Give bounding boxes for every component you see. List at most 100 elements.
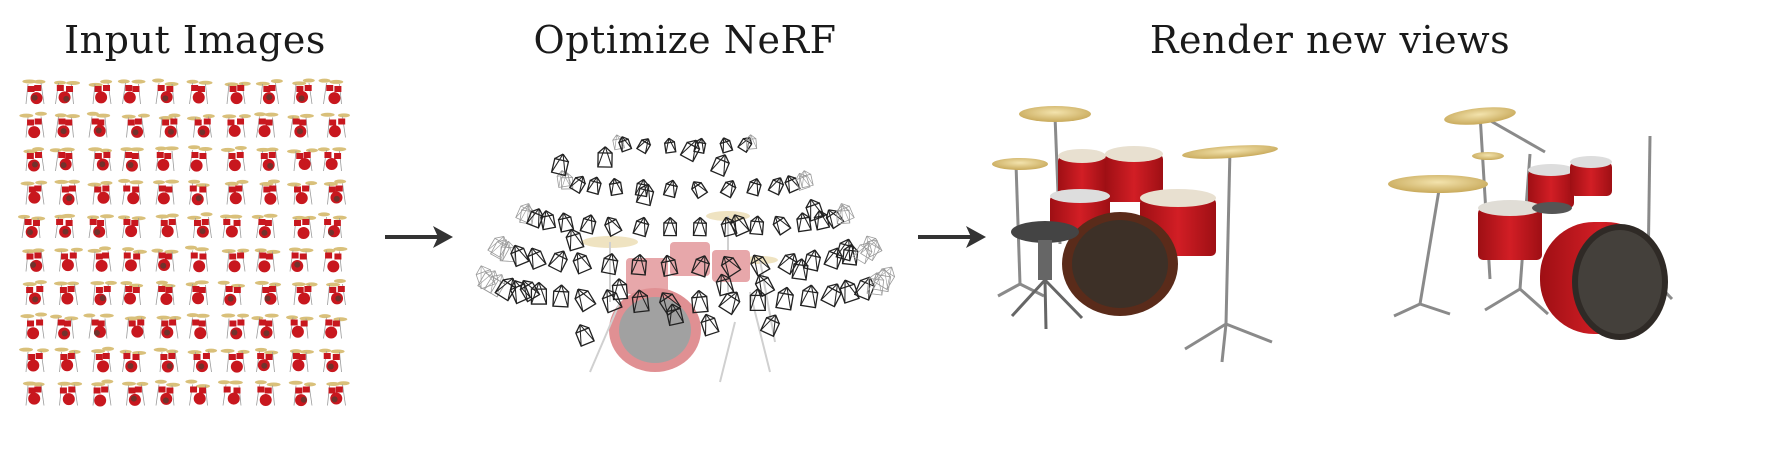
drum-kit-thumbnail [292,215,317,239]
camera-frustum-icon [777,252,799,276]
drum-kit-thumbnail [251,313,279,339]
drum-kit-thumbnail [255,347,279,373]
drum-kit-thumbnail [291,282,318,306]
camera-frustum-icon [690,181,709,200]
camera-frustum-icon [631,289,650,314]
camera-frustum-icon [540,210,557,231]
input-image-grid [18,78,350,407]
drum-kit-thumbnail [187,212,213,239]
drum-kit-thumbnail [317,212,347,239]
drum-kit-thumbnail [54,347,81,373]
drum-kit-thumbnail [187,348,218,373]
camera-frustum-icon [746,178,762,197]
camera-frustum-icon [749,215,765,236]
camera-frustum-icon [519,279,541,303]
drum-kit-thumbnail [119,349,147,373]
camera-frustum-icon [600,253,619,276]
camera-frustum-icon [662,179,678,199]
rendered-views [992,106,1674,363]
drum-kit-thumbnail [53,281,80,306]
nerf-camera-hemisphere [475,134,896,383]
drum-kit-thumbnail [120,147,144,172]
drum-kit-thumbnail [83,313,114,339]
drum-kit-thumbnail [18,214,46,239]
drum-kit-thumbnail [22,280,47,306]
drum-kit-thumbnail [287,148,318,172]
drum-kit-thumbnail [151,248,179,272]
drum-kit-thumbnail [217,280,246,306]
drum-kit-thumbnail [19,111,47,139]
drum-kit-thumbnail [185,379,211,406]
right-arrow-icon [918,226,986,248]
drum-kit-thumbnail [120,281,144,306]
drum-kit-thumbnail [217,380,243,406]
drum-kit-thumbnail [224,81,251,105]
drum-kit-thumbnail [254,280,282,306]
camera-frustum-icon [799,170,814,189]
camera-frustum-icon [767,177,785,196]
drum-kit-thumbnail [90,280,117,306]
camera-frustum-icon [750,254,771,277]
drum-kit-thumbnail [156,315,182,339]
camera-frustum-icon [579,214,597,235]
camera-frustum-icon [568,175,587,195]
camera-frustum-icon [803,249,822,272]
camera-frustum-icon [547,250,569,273]
drum-kit-thumbnail [323,246,348,273]
camera-frustum-icon [759,314,781,338]
drum-kit-thumbnail [186,313,210,340]
drum-kit-thumbnail [54,247,83,272]
camera-frustum-icon [612,134,625,151]
camera-frustum-icon [597,146,613,168]
drum-kit-thumbnail [323,179,347,205]
drum-kit-thumbnail [50,314,79,340]
camera-frustum-icon [565,228,585,252]
drum-kit-thumbnail [153,347,179,373]
camera-frustum-icon [635,183,655,207]
camera-frustum-icon [618,136,633,153]
camera-frustum-icon [715,273,735,297]
camera-frustum-icon [837,203,855,224]
drum-kit-thumbnail [186,114,215,138]
drum-kit-thumbnail [117,215,146,239]
camera-frustum-icon [825,209,845,230]
camera-frustum-icon [586,176,602,196]
drum-kit-thumbnail [87,246,112,272]
drum-kit-thumbnail [87,214,114,239]
camera-frustum-icon [663,216,678,237]
input-images-title: Input Images [64,18,326,62]
camera-frustum-icon [611,278,629,301]
camera-frustum-icon [660,254,679,278]
camera-frustum-icon [550,153,570,177]
drum-kit-thumbnail [154,379,181,406]
camera-frustum-icon [796,212,812,233]
camera-frustum-icon [527,247,547,271]
drum-kit-thumbnail [186,79,213,105]
drum-kit-thumbnail [87,180,113,205]
camera-frustum-icon [603,216,623,238]
drum-kit-thumbnail [22,248,45,272]
camera-frustum-icon [873,266,896,291]
drum-kit-thumbnail [220,145,247,172]
camera-frustum-icon [575,324,595,347]
drum-kit-thumbnail [22,381,45,406]
drum-kit-thumbnail [224,179,249,205]
drum-kit-thumbnail [23,147,45,172]
camera-frustum-icon [665,303,685,327]
camera-frustum-icon [700,313,720,337]
camera-frustum-icon [601,289,623,314]
drum-kit-thumbnail [20,180,48,205]
camera-frustum-icon [572,252,593,275]
camera-frustum-icon [719,137,734,154]
drum-kit-thumbnail [122,247,148,272]
drum-kit-thumbnail [254,380,281,406]
drum-kit-thumbnail [54,113,80,138]
drum-kit-thumbnail [286,315,314,339]
drum-kit-thumbnail [19,347,49,373]
drum-kit-thumbnail [185,280,209,306]
drum-kit-thumbnail [318,78,344,105]
drum-kit-thumbnail [184,245,209,273]
camera-frustum-icon [754,274,776,298]
camera-frustum-icon [483,274,506,298]
camera-frustum-icon [574,288,597,313]
